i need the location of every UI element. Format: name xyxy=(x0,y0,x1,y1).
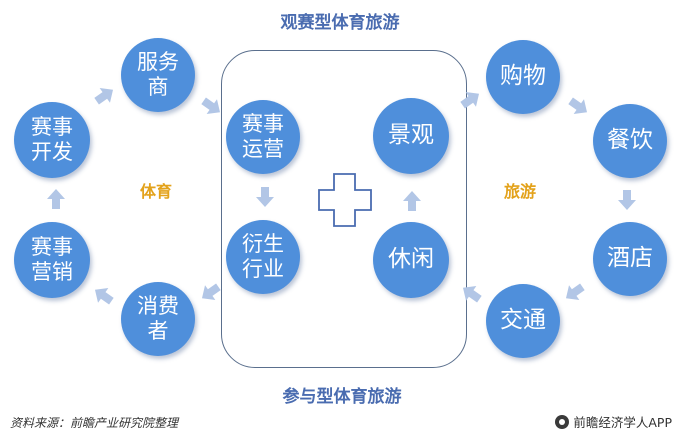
brand-logo-icon xyxy=(555,414,570,429)
node-derived-industry: 衍生 行业 xyxy=(226,220,300,294)
bottom-title: 参与型体育旅游 xyxy=(282,387,402,407)
top-title: 观赛型体育旅游 xyxy=(280,13,400,33)
node-label: 购物 xyxy=(500,63,546,90)
arrow-shopping-to-dining xyxy=(568,97,588,114)
node-service-provider: 服务 商 xyxy=(121,38,195,112)
arrow-hotel-to-transport xyxy=(565,283,585,300)
arrow-scenery-to-shopping xyxy=(460,92,480,109)
plus-shape xyxy=(318,173,372,227)
arrow-service-to-operation xyxy=(201,97,221,114)
arrow-dev-to-service xyxy=(94,88,114,105)
node-leisure: 休闲 xyxy=(373,222,449,298)
node-shopping: 购物 xyxy=(486,40,560,114)
node-dining: 餐饮 xyxy=(593,104,667,178)
arrow-marketing-to-dev xyxy=(47,189,65,209)
side-label-tourism: 旅游 xyxy=(504,182,537,201)
arrow-leisure-to-scenery xyxy=(403,191,421,211)
node-label: 赛事 开发 xyxy=(31,115,73,164)
node-event-development: 赛事 开发 xyxy=(14,102,90,178)
node-hotel: 酒店 xyxy=(593,222,667,296)
arrow-derived-to-consumer xyxy=(201,283,221,300)
center-frame xyxy=(221,50,467,368)
node-label: 赛事 运营 xyxy=(242,112,284,161)
node-label: 餐饮 xyxy=(607,127,653,154)
node-label: 服务 商 xyxy=(137,50,179,99)
node-scenery: 景观 xyxy=(373,98,449,174)
arrow-operation-to-derived xyxy=(256,187,274,207)
node-label: 赛事 营销 xyxy=(31,235,73,284)
side-label-sports: 体育 xyxy=(140,182,173,201)
node-label: 交通 xyxy=(500,307,546,334)
node-transport: 交通 xyxy=(486,284,560,358)
node-label: 休闲 xyxy=(388,246,434,273)
node-label: 消费 者 xyxy=(137,294,179,343)
brand-text: 前瞻经济学人APP xyxy=(573,415,672,430)
node-label: 酒店 xyxy=(607,245,653,272)
arrow-consumer-to-marketing xyxy=(94,288,114,305)
node-consumer: 消费 者 xyxy=(121,282,195,356)
node-label: 衍生 行业 xyxy=(242,232,284,281)
node-event-marketing: 赛事 营销 xyxy=(14,222,90,298)
node-label: 景观 xyxy=(388,122,434,149)
source-note: 资料来源：前瞻产业研究院整理 xyxy=(10,416,179,430)
node-event-operation: 赛事 运营 xyxy=(226,100,300,174)
arrow-transport-to-leisure xyxy=(462,286,482,303)
brand-credit: 前瞻经济学人APP xyxy=(555,412,672,431)
arrow-dining-to-hotel xyxy=(618,190,636,210)
